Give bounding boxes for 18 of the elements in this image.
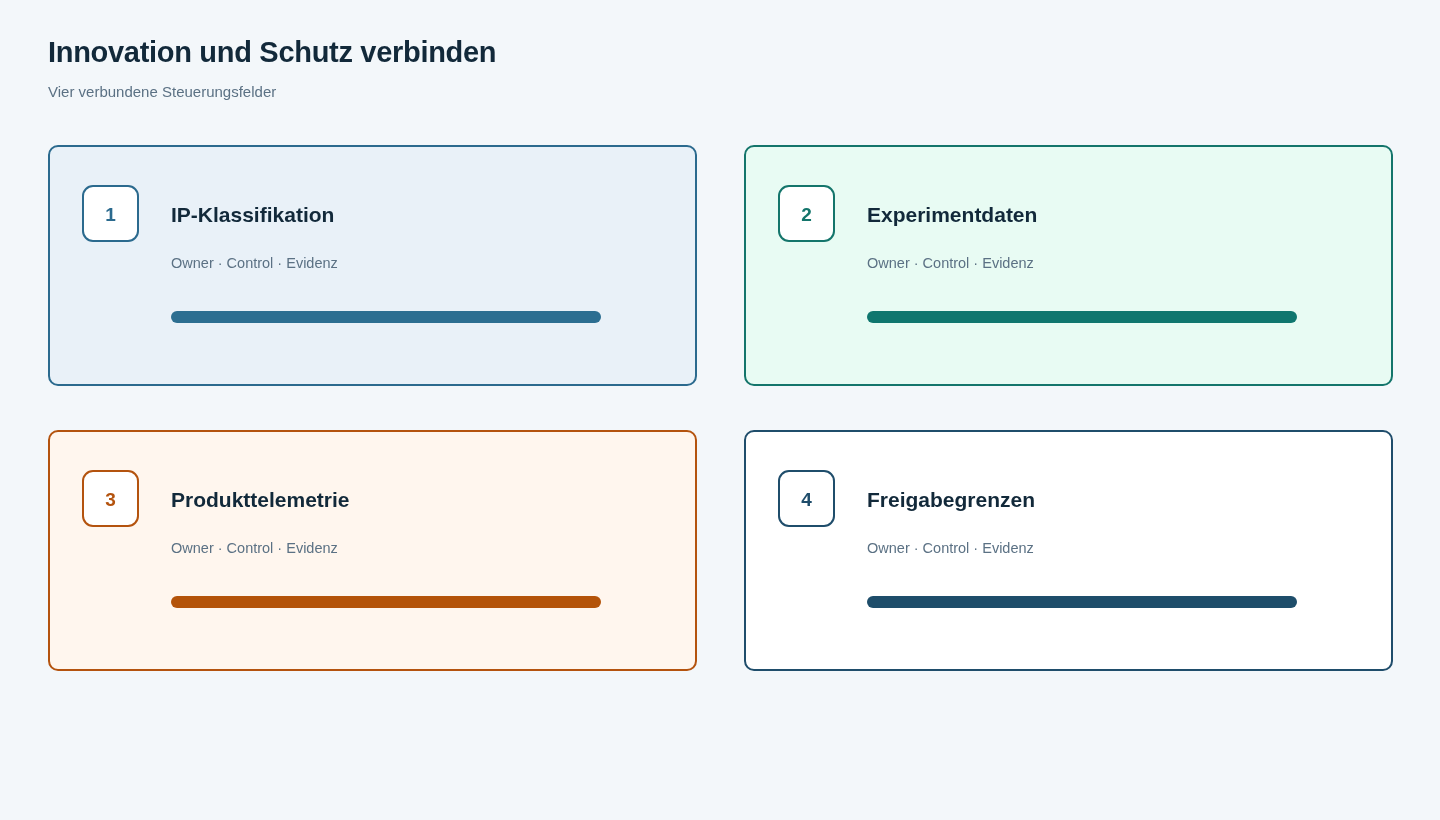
- number-badge: 1: [82, 185, 139, 242]
- page-title: Innovation und Schutz verbinden: [48, 35, 497, 70]
- card-subtext: Owner · Control · Evidenz: [171, 254, 338, 272]
- card: [744, 145, 1393, 386]
- number-badge: 2: [778, 185, 835, 242]
- number-badge: 4: [778, 470, 835, 527]
- card-heading: IP-Klassifikation: [171, 202, 335, 228]
- card-heading: Freigabegrenzen: [867, 487, 1036, 513]
- card-heading: Experimentdaten: [867, 202, 1038, 228]
- card: [48, 145, 697, 386]
- card-subtext: Owner · Control · Evidenz: [867, 254, 1034, 272]
- card-heading: Produkttelemetrie: [171, 487, 350, 513]
- card-subtext: Owner · Control · Evidenz: [867, 539, 1034, 557]
- subtitle: Vier verbundene Steuerungsfelder: [48, 83, 277, 101]
- card-subtext: Owner · Control · Evidenz: [171, 539, 338, 557]
- number-badge: 3: [82, 470, 139, 527]
- card: [48, 430, 697, 671]
- card: [744, 430, 1393, 671]
